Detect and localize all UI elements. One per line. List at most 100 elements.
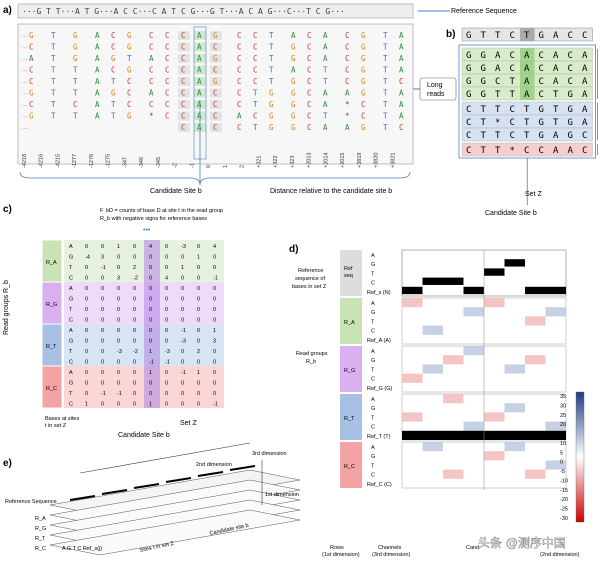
read-base: A — [197, 123, 202, 132]
ref-base-b: T — [524, 31, 530, 41]
read-base: C — [307, 123, 312, 132]
ref-base-b: C — [510, 31, 515, 41]
matrix-value: 3 — [101, 255, 104, 261]
base-row-label: T — [69, 307, 73, 313]
matrix-value: 0 — [101, 349, 104, 355]
set-z-label-b: Set Z — [525, 191, 542, 198]
read-base: C — [165, 100, 170, 109]
ref-mark-e — [69, 495, 96, 501]
read-base-b: A — [582, 51, 588, 61]
read-base-b: T — [553, 105, 559, 115]
heat-cell — [525, 469, 546, 479]
read-base: T — [73, 77, 78, 86]
position-tick: -2 — [173, 163, 179, 168]
watermark: 头条 @测序中国 — [478, 535, 566, 550]
heat-cell — [463, 346, 484, 356]
matrix-value: 0 — [117, 328, 120, 334]
group-label-e: R_A — [35, 516, 46, 522]
matrix-value: 0 — [101, 307, 104, 313]
heat-cell — [545, 307, 566, 317]
read-base-b: A — [568, 146, 574, 156]
read-base-b: G — [568, 131, 573, 141]
read-base-b: C — [539, 146, 544, 156]
matrix-value: 0 — [149, 286, 152, 292]
cand-col-c — [144, 355, 160, 366]
read-base-b: T — [481, 131, 487, 141]
heat-cell — [504, 442, 525, 452]
matrix-value: 0 — [133, 244, 136, 250]
matrix-value: 0 — [213, 286, 216, 292]
colorbar-tick: 25 — [560, 413, 566, 419]
read-base: C — [253, 43, 258, 52]
matrix-value: 0 — [213, 307, 216, 313]
read-base-b: C — [582, 131, 587, 141]
read-base: G — [291, 77, 296, 86]
read-base: C — [307, 77, 312, 86]
matrix-value: 0 — [197, 391, 200, 397]
read-base: C — [399, 77, 404, 86]
matrix-value: 0 — [101, 276, 104, 282]
heat-cell — [484, 451, 505, 461]
matrix-value: 0 — [213, 297, 216, 303]
read-base: A — [197, 54, 202, 63]
bases-label: Bases at sites — [45, 416, 79, 422]
read-cell-bg — [210, 42, 222, 52]
matrix-value: 0 — [117, 381, 120, 387]
read-base-b: G — [481, 77, 486, 87]
group-label-c: R_G — [46, 302, 57, 308]
read-groups-label-d2: R_b — [306, 359, 316, 365]
matrix-value: 0 — [149, 391, 152, 397]
read-base: A — [399, 31, 404, 40]
matrix-value: 0 — [213, 265, 216, 271]
read-base: A — [323, 31, 328, 40]
heat-cell — [525, 316, 546, 326]
read-base: G — [29, 31, 34, 40]
position-tick: -1276 — [89, 154, 95, 168]
read-base: C — [149, 31, 154, 40]
read-base: A — [95, 112, 100, 121]
ref-cell-d — [504, 259, 525, 267]
matrix-value: 0 — [197, 360, 200, 366]
read-base: T — [73, 112, 78, 121]
ref-cand-cell — [520, 28, 535, 41]
base-row-label: T — [69, 349, 73, 355]
group-block-c — [41, 365, 63, 409]
matrix-value: 0 — [165, 286, 168, 292]
cand-cell-b — [520, 61, 535, 74]
matrix-value: 0 — [181, 402, 184, 408]
matrix-value: -1 — [165, 360, 170, 366]
matrix-value: 0 — [181, 318, 184, 324]
matrix-value: 0 — [85, 307, 88, 313]
read-cell-bg — [210, 88, 222, 98]
matrix-value: 0 — [181, 297, 184, 303]
group-label-d: R_A — [344, 320, 355, 326]
heat-cell — [443, 355, 464, 365]
channels-label-2: (3rd dimension) — [372, 552, 410, 558]
read-base-b: T — [524, 131, 530, 141]
read-base: T — [383, 43, 388, 52]
group-label-c: R_A — [46, 260, 57, 266]
read-base: C — [73, 100, 78, 109]
colorbar-tick: 5 — [560, 450, 563, 456]
read-base: A — [95, 100, 100, 109]
read-base: G — [361, 66, 366, 75]
read-base: T — [269, 77, 274, 86]
read-cell-bg — [178, 42, 190, 52]
ref-base-label-d: A — [371, 253, 375, 259]
read-base: A — [197, 89, 202, 98]
read-base: C — [149, 43, 154, 52]
read-base: A — [345, 123, 350, 132]
matrix-value: 1 — [149, 370, 152, 376]
read-base-b: T — [481, 146, 487, 156]
read-base-b: G — [481, 51, 486, 61]
ref-block-d — [340, 250, 362, 296]
read-base-b: T — [524, 105, 530, 115]
read-base: T — [269, 43, 274, 52]
matrix-value: 0 — [197, 381, 200, 387]
base-row-label: A — [69, 328, 73, 334]
